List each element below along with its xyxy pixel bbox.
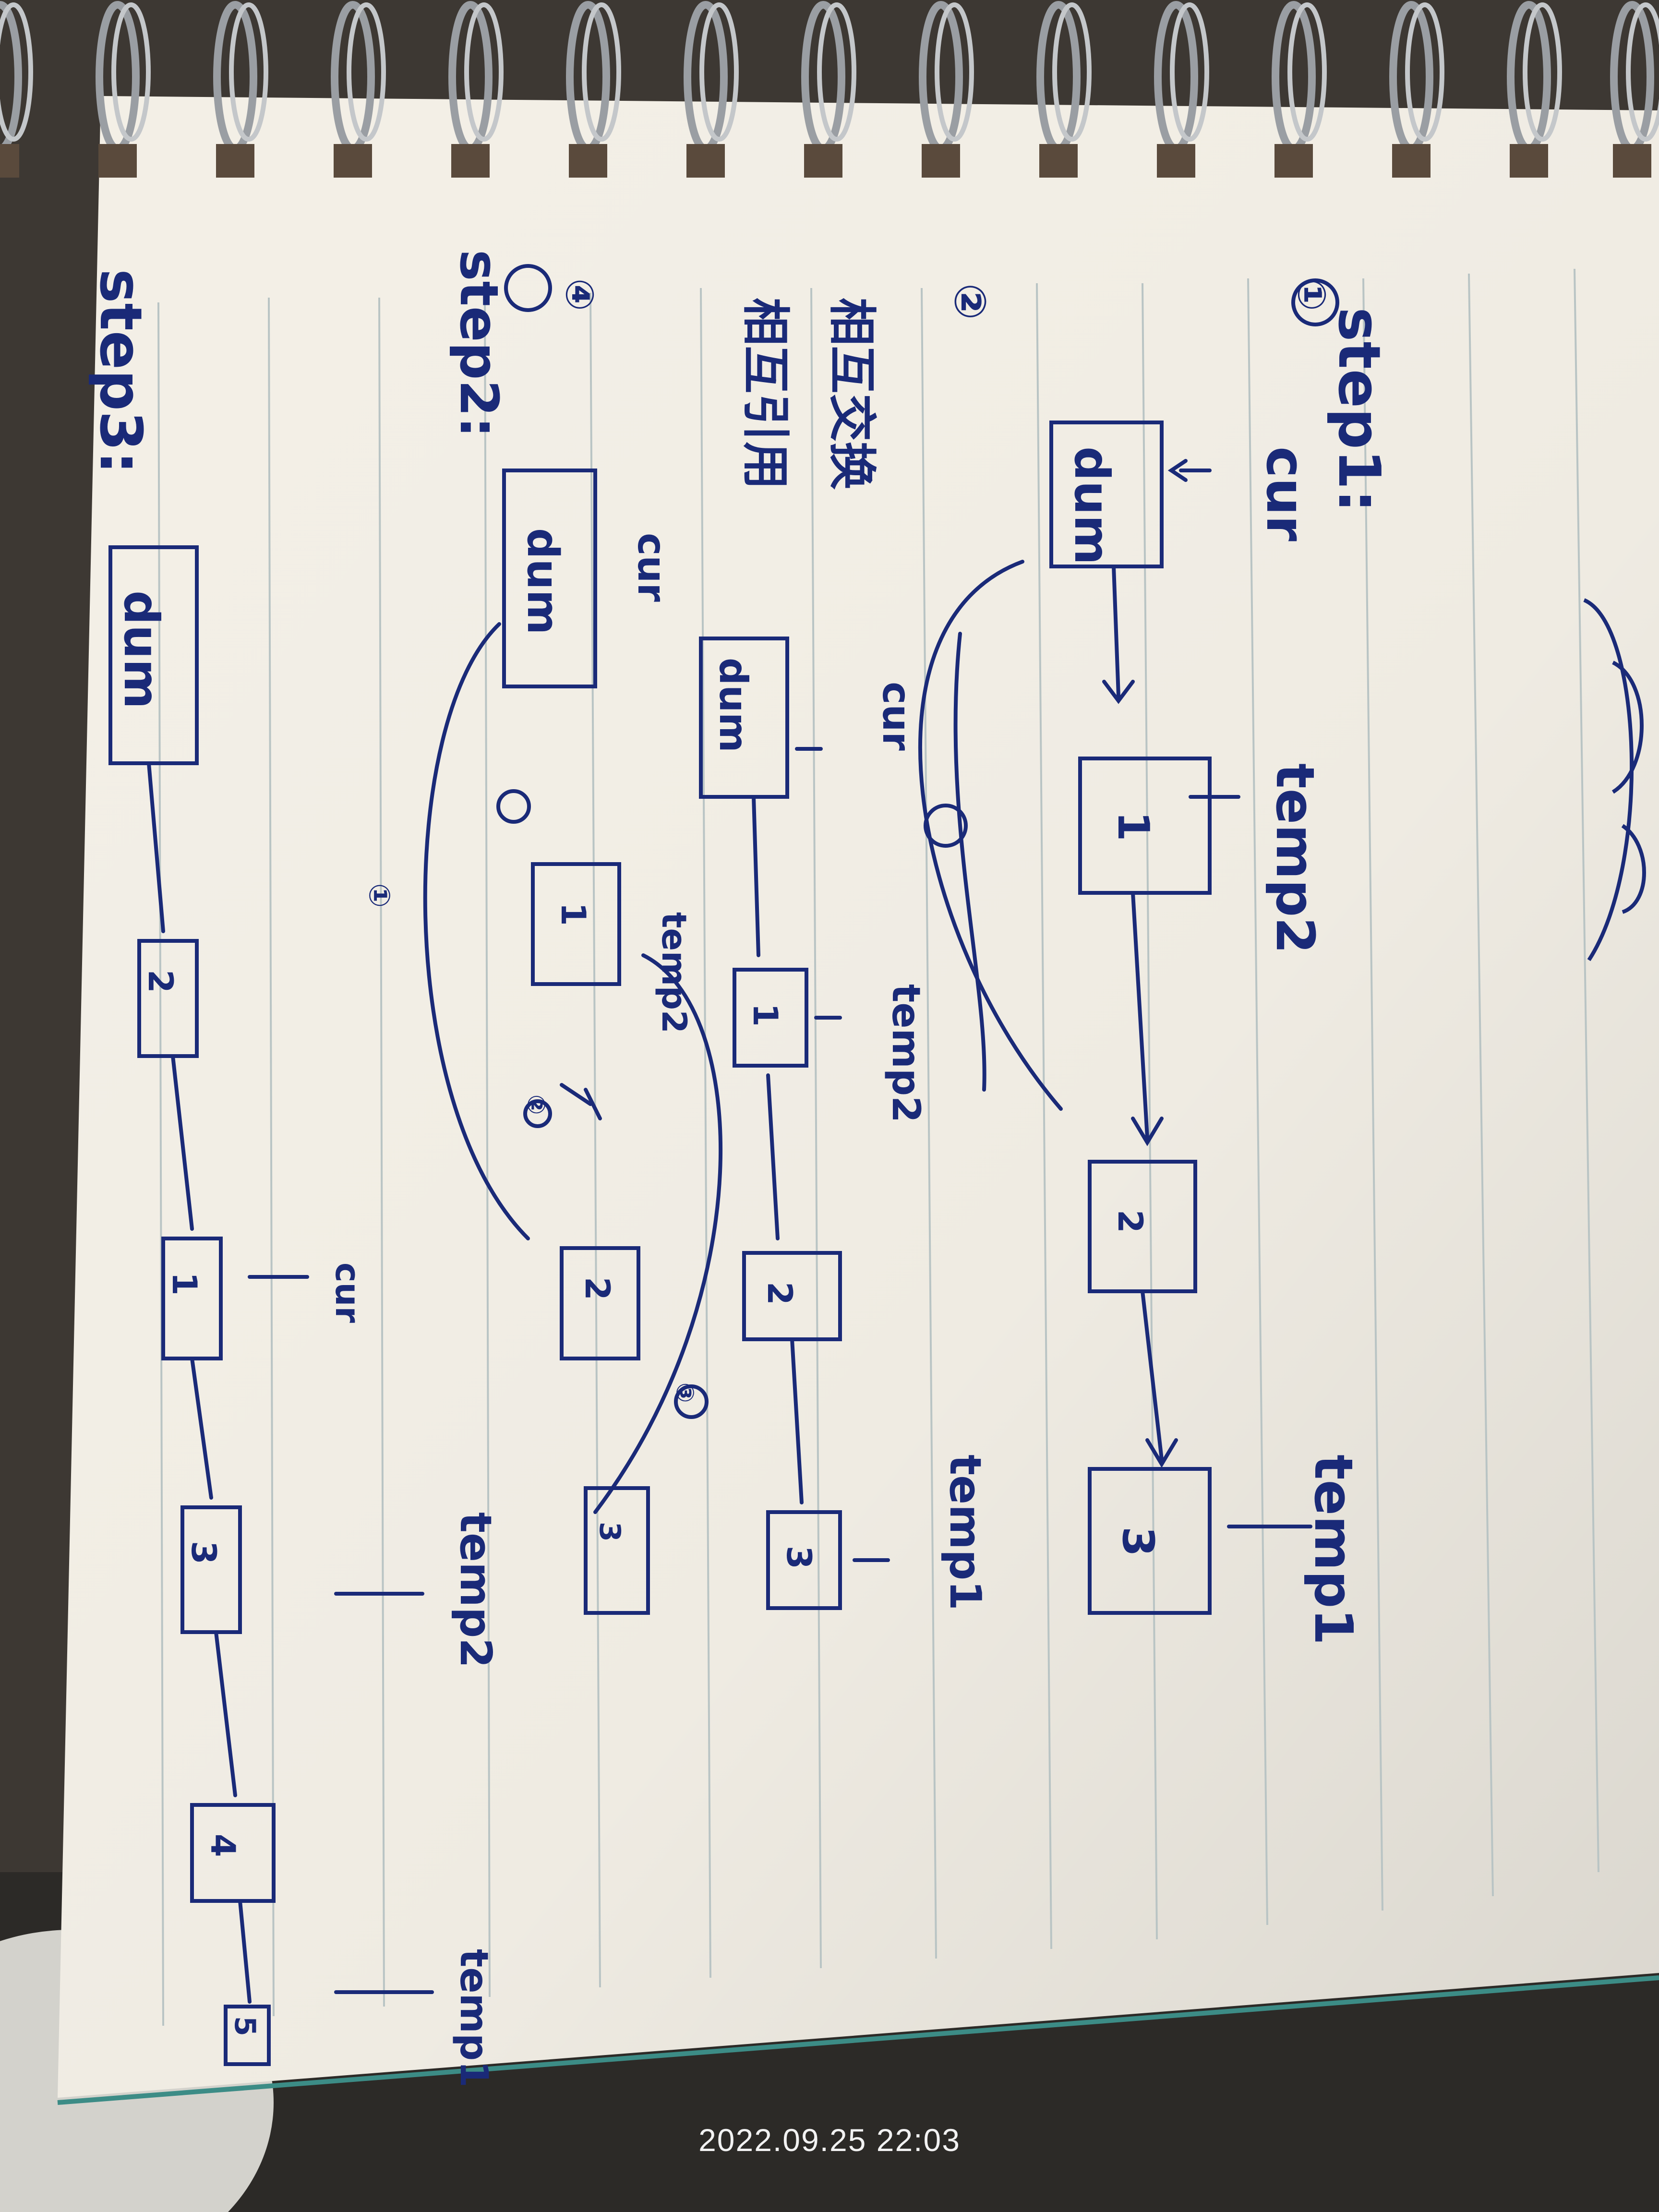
- label-cur-3: cur: [629, 533, 674, 602]
- node-text-1-4: 1: [165, 1272, 204, 1296]
- node-text-dum-2: dum: [711, 658, 756, 753]
- node-text-3-1: 3: [1113, 1527, 1163, 1557]
- label-note-2: 相互引用: [737, 298, 793, 490]
- label-temp1-4: temp1: [452, 1949, 496, 2088]
- node-text-3-4: 3: [184, 1541, 223, 1564]
- node-text-dum-3: dum: [517, 528, 568, 635]
- node-text-3-2: 3: [779, 1546, 818, 1569]
- label-marker-2: ②: [945, 283, 995, 320]
- label-temp2-3: temp2: [654, 912, 694, 1034]
- arrow-marker-1: ①: [362, 883, 396, 908]
- node-text-2-3: 2: [577, 1277, 617, 1300]
- arrow-marker-2: ②: [522, 1094, 550, 1115]
- label-temp1-1: temp1: [1303, 1455, 1364, 1645]
- label-step1-marker: ①: [1289, 278, 1334, 311]
- label-note-1: 相互交换: [824, 298, 880, 490]
- label-cur-4: cur: [328, 1262, 367, 1323]
- node-text-2-2: 2: [760, 1282, 799, 1305]
- node-text-1-1: 1: [1108, 811, 1158, 842]
- node-text-dum-1: dum: [1064, 446, 1120, 565]
- node-text-2-4: 2: [141, 970, 180, 993]
- label-cur-2: cur: [874, 682, 919, 751]
- label-step3: step3:: [87, 269, 154, 474]
- label-cur-1: cur: [1255, 446, 1316, 541]
- node-text-1-2: 1: [745, 1003, 785, 1027]
- label-step2-marker: ④: [557, 278, 602, 311]
- label-temp2-1: temp2: [1264, 763, 1326, 954]
- label-temp2-4: temp2: [450, 1512, 501, 1668]
- node-text-2-1: 2: [1110, 1210, 1150, 1233]
- label-step1: step1:: [1325, 307, 1392, 513]
- arrow-marker-3: ③: [671, 1382, 699, 1403]
- label-temp2-2: temp2: [884, 984, 928, 1123]
- photo-timestamp: 2022.09.25 22:03: [0, 2122, 1659, 2158]
- node-text-4-4: 4: [203, 1834, 242, 1857]
- label-step2: step2:: [448, 250, 510, 438]
- node-text-dum-4: dum: [113, 590, 169, 709]
- node-text-3-3: 3: [593, 1522, 626, 1542]
- label-temp1-2: temp1: [940, 1455, 990, 1611]
- node-text-1-3: 1: [553, 902, 593, 926]
- node-text-5-4: 5: [228, 2016, 262, 2036]
